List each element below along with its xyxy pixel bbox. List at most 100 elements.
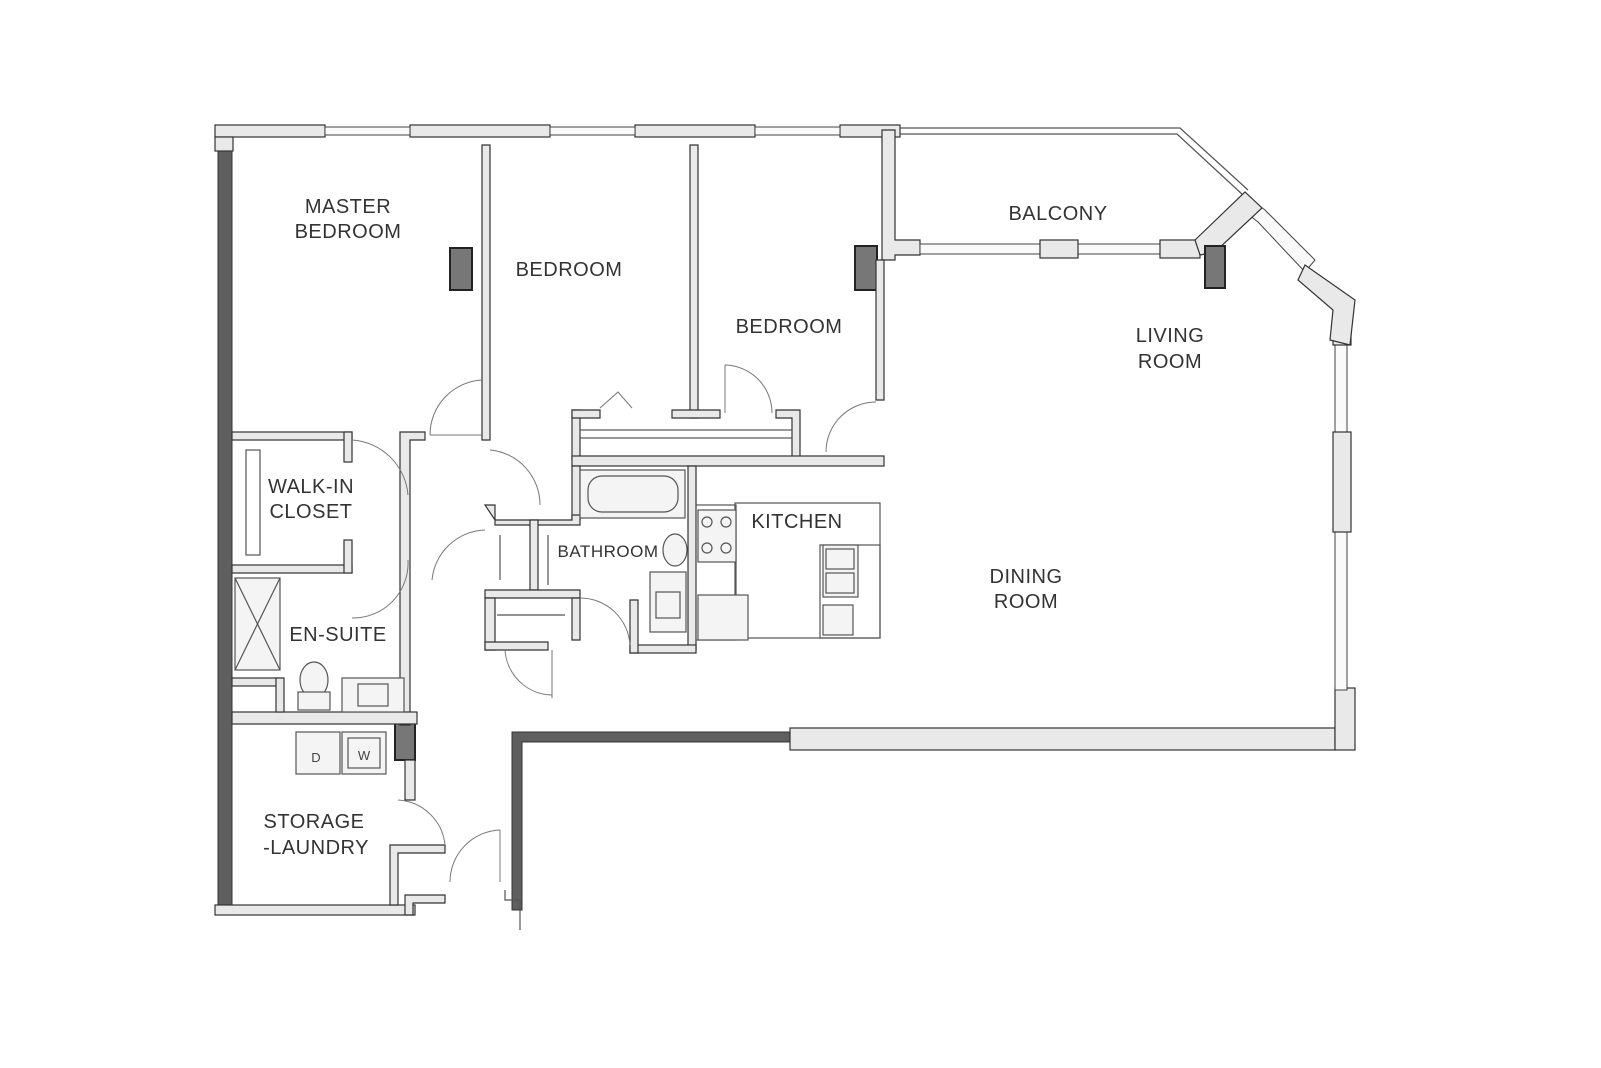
label-washer: W <box>358 748 371 763</box>
doors <box>351 364 877 883</box>
ne-angled-wall <box>1297 264 1356 346</box>
label-walk-in-closet-2: CLOSET <box>269 501 352 523</box>
window <box>549 126 636 136</box>
hall-wall <box>571 455 885 467</box>
top-wall-segment <box>409 124 551 138</box>
label-living-room-2: ROOM <box>1138 351 1202 373</box>
label-bedroom-1: BEDROOM <box>516 259 623 281</box>
interior-walls <box>231 144 885 916</box>
label-storage-laundry-1: STORAGE <box>264 811 365 833</box>
east-wall-segment <box>1332 431 1352 533</box>
window <box>324 126 411 136</box>
closet-shelf <box>579 429 793 439</box>
dryer <box>295 731 341 775</box>
label-dining-room-2: ROOM <box>994 591 1058 613</box>
closet-wall <box>671 409 721 419</box>
linen-wall <box>484 641 549 651</box>
door-swing <box>431 529 486 581</box>
door-swing <box>397 799 446 846</box>
toilet <box>662 533 688 567</box>
door-swing <box>724 364 773 414</box>
sink-bowl <box>825 548 855 570</box>
label-dryer: D <box>311 750 320 765</box>
label-master-bedroom-1: MASTER <box>305 196 391 218</box>
sink <box>357 683 389 707</box>
door-swing <box>449 829 501 883</box>
label-walk-in-closet-1: WALK-IN <box>268 476 354 498</box>
storage-wall <box>404 894 446 916</box>
balcony-rail-outer <box>900 127 1249 191</box>
ensuite-hall-wall <box>399 431 426 726</box>
left-wall <box>217 149 233 911</box>
entry-corridor-wall <box>511 731 791 911</box>
balcony-mullion <box>1159 239 1201 259</box>
exterior-walls <box>214 124 1356 930</box>
bathtub-basin <box>587 475 679 513</box>
label-living-room-1: LIVING <box>1136 325 1205 347</box>
linen-wall <box>484 589 581 599</box>
dishwasher <box>822 604 854 636</box>
burner <box>720 542 732 554</box>
closet-wall-stub <box>343 431 353 463</box>
label-dining-room-1: DINING <box>990 566 1063 588</box>
bifold-door <box>599 391 633 409</box>
door-swing <box>429 379 483 436</box>
column <box>1204 245 1226 289</box>
sink <box>655 591 681 619</box>
top-wall-segment <box>214 124 326 138</box>
label-storage-laundry-2: -LAUNDRY <box>263 837 369 859</box>
room-labels: MASTER BEDROOM BEDROOM BEDROOM BALCONY L… <box>263 196 1204 859</box>
fixtures <box>234 469 859 775</box>
linen-wall <box>571 597 581 641</box>
bath-wall-west <box>571 465 581 521</box>
burner <box>720 516 732 528</box>
door-swing <box>351 439 409 496</box>
balcony-east-wall <box>1194 191 1263 256</box>
label-en-suite: EN-SUITE <box>289 624 386 646</box>
bath-wall-east <box>687 465 697 651</box>
bath-wall-south-stub <box>629 599 639 654</box>
closet-wall <box>775 409 801 461</box>
balcony-rail-inner <box>900 133 1244 196</box>
south-east-corner <box>1334 687 1356 751</box>
ensuite-south-wall <box>231 711 418 725</box>
burner <box>701 542 713 554</box>
wall-bedroom-bedroom <box>689 144 699 419</box>
bottom-wall <box>214 904 416 916</box>
left-wall-corner <box>214 136 234 152</box>
closet-wall-stub <box>343 539 353 574</box>
wall-bedroom-living <box>875 259 885 401</box>
door-swing <box>351 559 409 619</box>
column <box>394 719 416 761</box>
closet-wall <box>571 409 601 419</box>
entry-jamb <box>504 890 521 930</box>
south-wall <box>789 727 1336 751</box>
closet-wall-south <box>231 564 353 574</box>
storage-wall <box>404 759 416 801</box>
bath-wall-south <box>629 644 697 654</box>
washer-drum <box>347 737 381 769</box>
wall-master-bedroom <box>481 144 491 441</box>
closet-wall-north <box>231 431 353 441</box>
label-master-bedroom-2: BEDROOM <box>295 221 402 243</box>
fridge <box>697 594 749 641</box>
label-bathroom: BATHROOM <box>558 542 659 561</box>
balcony-west-wall <box>881 129 921 261</box>
ensuite-tub-wall <box>231 677 283 687</box>
window <box>754 126 841 136</box>
burner <box>701 516 713 528</box>
door-swing <box>489 449 541 506</box>
door-swing <box>504 649 553 696</box>
label-kitchen: KITCHEN <box>751 511 842 533</box>
linen-wall <box>529 519 539 591</box>
balcony-mullion <box>1039 239 1079 259</box>
door-swing <box>825 401 877 453</box>
shower-x <box>234 577 281 671</box>
toilet-tank <box>297 691 331 711</box>
label-balcony: BALCONY <box>1008 203 1107 225</box>
column <box>449 247 473 291</box>
top-wall-segment <box>634 124 756 138</box>
column <box>854 245 878 291</box>
sink-bowl <box>825 572 855 594</box>
